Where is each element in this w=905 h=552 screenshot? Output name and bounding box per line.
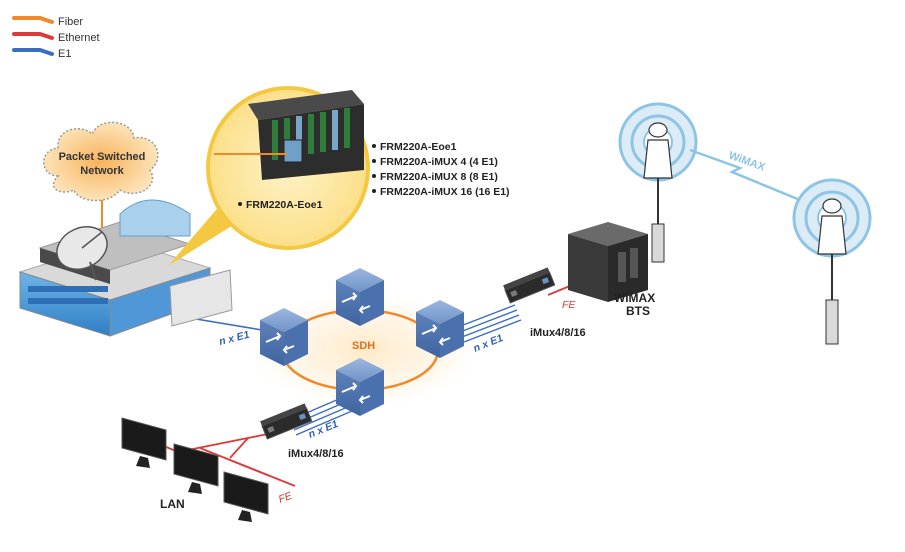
product-item: FRM220A-iMUX 4 (4 E1): [380, 156, 498, 168]
product-item: FRM220A-iMUX 16 (16 E1): [380, 186, 510, 198]
wimax-tower-left: [618, 102, 698, 263]
callout-zoom: [168, 86, 370, 266]
lan-label: LAN: [160, 497, 185, 511]
legend-swatch-ethernet: [12, 32, 54, 40]
sdh-switch-top[interactable]: [336, 268, 384, 326]
legend: Fiber Ethernet E1: [12, 16, 100, 60]
sdh-label: SDH: [352, 340, 375, 352]
product-item: FRM220A-iMUX 8 (8 E1): [380, 171, 498, 183]
sdh-switch-bottom[interactable]: [336, 358, 384, 416]
product-list: FRM220A-Eoe1 FRM220A-iMUX 4 (4 E1) FRM22…: [372, 141, 510, 198]
cloud-label-line1: Packet Switched: [59, 151, 146, 163]
legend-swatch-e1: [12, 48, 54, 56]
satellite-dish-icon: [56, 226, 108, 281]
lan-monitor: [223, 471, 269, 522]
lan-ethernet: [149, 433, 296, 487]
callout-inset-bullet: [238, 202, 242, 206]
bts-label-line1: WiMAX: [614, 291, 655, 305]
imux-bottom-label: iMux4/8/16: [288, 448, 344, 460]
fe-right-label: FE: [562, 299, 576, 311]
cloud-label-line2: Network: [80, 165, 124, 177]
sdh-switch-left[interactable]: [260, 308, 308, 366]
lan-monitor: [173, 443, 219, 494]
wimax-wireless-link: [689, 148, 801, 202]
imux-device-bottom[interactable]: [260, 403, 313, 440]
product-item: FRM220A-Eoe1: [380, 141, 457, 153]
imux-device-right[interactable]: [503, 267, 556, 304]
e1-link-left: [189, 317, 263, 331]
central-office-building: [18, 199, 233, 337]
legend-label-fiber: Fiber: [58, 16, 83, 28]
callout-inset-label: FRM220A-Eoe1: [246, 199, 323, 211]
wimax-tower-right: [792, 178, 872, 345]
e1-bundle-right: [457, 304, 522, 343]
lan-monitor: [121, 417, 167, 468]
packet-switched-cloud: [43, 121, 159, 202]
legend-label-e1: E1: [58, 48, 71, 60]
imux-right-label: iMux4/8/16: [530, 327, 586, 339]
legend-label-ethernet: Ethernet: [58, 32, 100, 44]
bts-label-line2: BTS: [626, 304, 650, 318]
chassis-rack: [248, 90, 364, 180]
fe-bottom-label: FE: [277, 490, 295, 506]
sdh-switch-right[interactable]: [416, 300, 464, 358]
legend-swatch-fiber: [12, 16, 54, 24]
wimax-bts[interactable]: [568, 222, 648, 302]
